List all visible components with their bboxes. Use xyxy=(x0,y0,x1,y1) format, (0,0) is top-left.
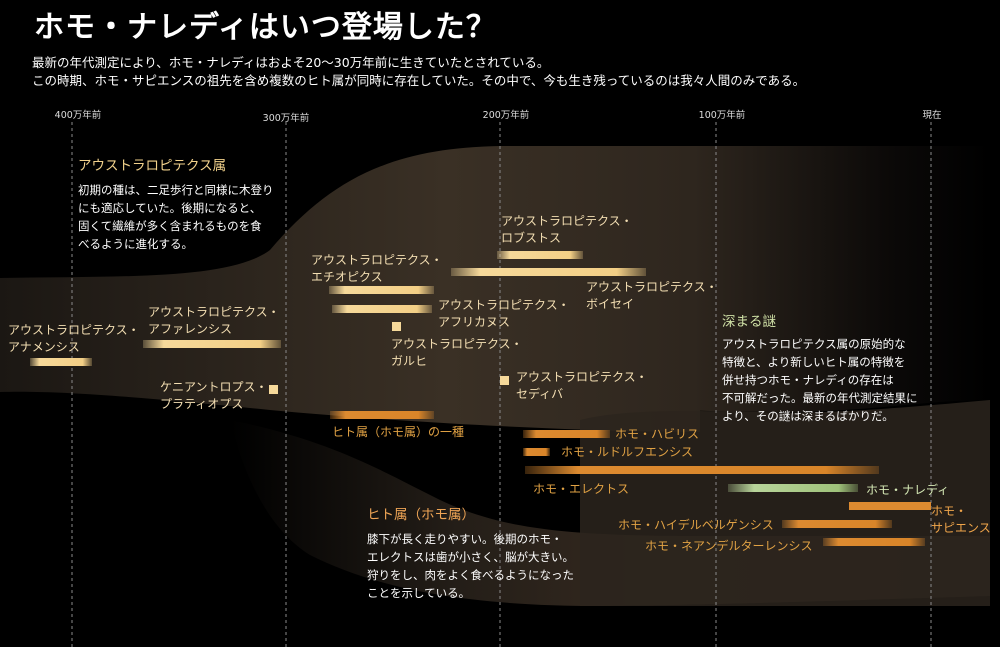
label-neanderthalensis: ホモ・ネアンデルターレンシス xyxy=(645,539,813,553)
naledi-bar xyxy=(728,484,858,492)
sapiens-bar xyxy=(849,502,931,510)
boisei-bar xyxy=(451,268,646,276)
garhi-marker xyxy=(392,322,401,331)
label-erectus: ホモ・エレクトス xyxy=(533,482,630,496)
homo-description: 膝下が長く走りやすい。後期のホモ・ エレクトスは歯が小さく、脳が大きい。 狩りを… xyxy=(367,532,574,600)
label-sapiens: ホモ・サピエンス xyxy=(931,504,991,535)
label-rudolfensis: ホモ・ルドルフエンシス xyxy=(561,445,694,459)
afarensis-bar xyxy=(143,340,281,348)
habilis-bar xyxy=(523,430,610,438)
homo-heading: ヒト属（ホモ属） xyxy=(367,507,475,523)
sediba-marker xyxy=(500,376,509,385)
rudolfensis-bar xyxy=(523,448,550,456)
africanus-bar xyxy=(332,305,432,313)
tick-now: 現在 xyxy=(922,110,942,121)
label-platyops: ケニアントロプス・プラティオプス xyxy=(160,380,268,411)
label-naledi: ホモ・ナレディ xyxy=(866,483,950,497)
homo-sp-bar xyxy=(330,411,434,419)
label-robustus: アウストラロピテクス・ロブストス xyxy=(501,214,633,245)
label-africanus: アウストラロピテクス・アフリカヌス xyxy=(438,298,570,329)
erectus-bar xyxy=(525,466,879,474)
label-homo-sp: ヒト属（ホモ属）の一種 xyxy=(332,425,465,439)
tick-200: 200万年前 xyxy=(482,110,530,121)
label-sediba: アウストラロピテクス・セディバ xyxy=(516,370,648,401)
label-garhi: アウストラロピテクス・ガルヒ xyxy=(391,337,523,368)
anamensis-bar xyxy=(30,358,92,366)
tick-100: 100万年前 xyxy=(698,110,746,121)
aethiopicus-bar xyxy=(329,286,434,294)
australopithecus-description: 初期の種は、二足歩行と同様に木登り にも適応していた。後期になると、 固くて繊維… xyxy=(78,183,274,251)
homo-band-right xyxy=(580,400,990,606)
tick-400: 400万年前 xyxy=(54,110,102,121)
intro-line-2: この時期、ホモ・サピエンスの祖先を含め複数のヒト属が同時に存在していた。その中で… xyxy=(32,73,806,88)
label-aethiopicus: アウストラロピテクス・エチオピクス xyxy=(311,253,443,284)
robustus-bar xyxy=(497,251,583,259)
label-anamensis: アウストラロピテクス・アナメンシス xyxy=(8,323,140,354)
tick-300: 300万年前 xyxy=(262,113,310,124)
label-afarensis: アウストラロピテクス・アファレンシス xyxy=(148,305,280,336)
label-boisei: アウストラロピテクス・ボイセイ xyxy=(586,280,718,311)
page-title: ホモ・ナレディはいつ登場した？ xyxy=(34,10,497,45)
neanderthalensis-bar xyxy=(823,538,925,546)
mystery-description: アウストラロピテクス属の原始的な 特徴と、より新しいヒト属の特徴を 併せ持つホモ… xyxy=(722,337,918,423)
platyops-marker xyxy=(269,385,278,394)
label-heidelbergensis: ホモ・ハイデルベルゲンシス xyxy=(618,518,774,532)
label-habilis: ホモ・ハビリス xyxy=(615,427,700,441)
australopithecus-band xyxy=(0,146,990,432)
australopithecus-heading: アウストラロピテクス属 xyxy=(78,158,227,174)
heidelbergensis-bar xyxy=(782,520,892,528)
mystery-heading: 深まる謎 xyxy=(722,314,776,330)
intro-line-1: 最新の年代測定により、ホモ・ナレディはおよそ20～30万年前に生きていたとされて… xyxy=(32,55,550,70)
